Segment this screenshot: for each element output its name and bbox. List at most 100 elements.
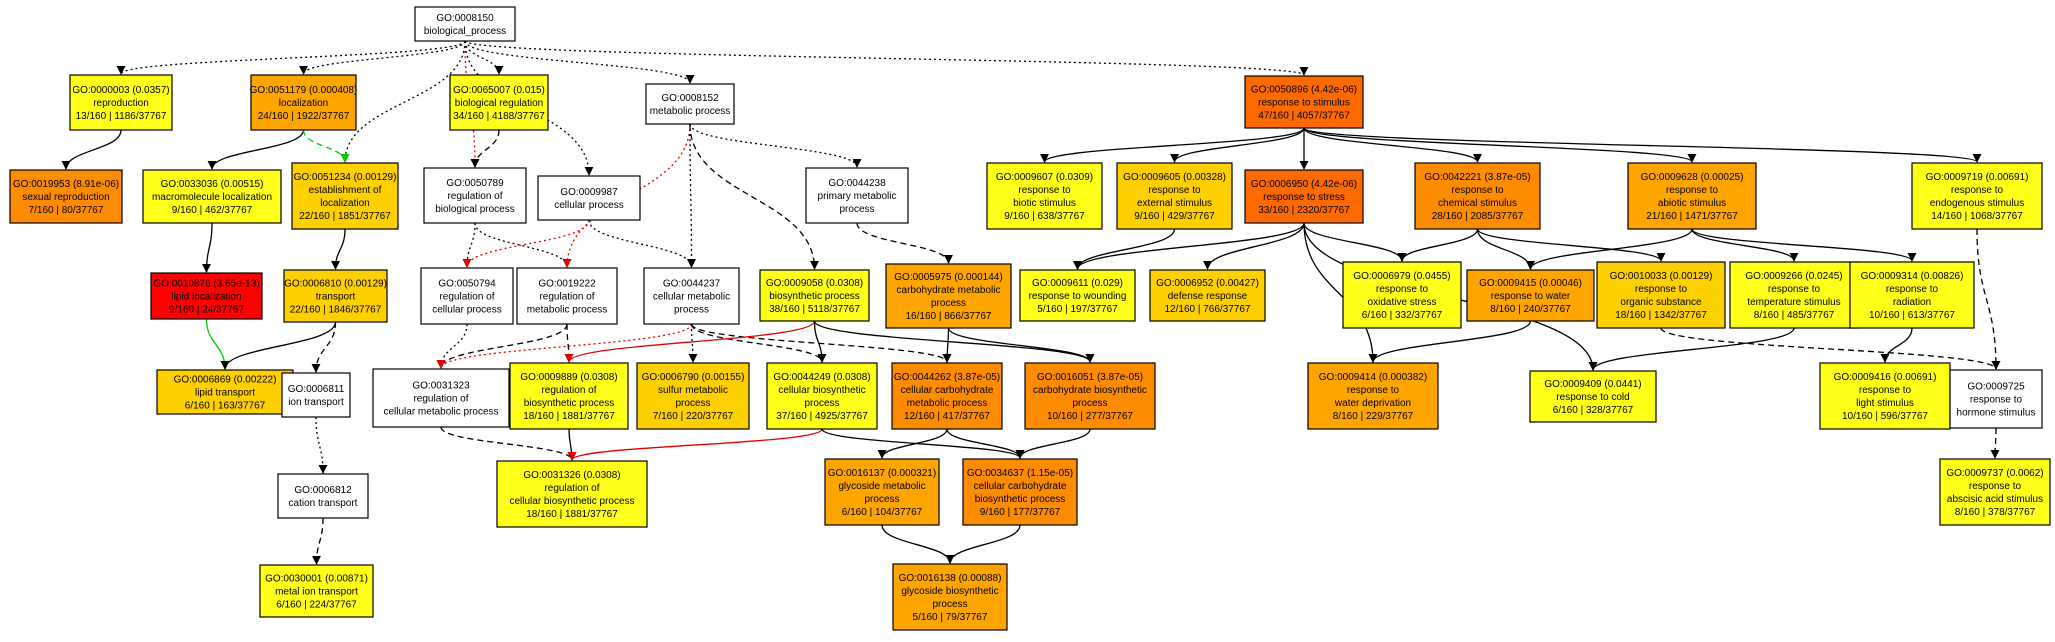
node-box	[1024, 362, 1156, 430]
node-box	[250, 74, 357, 131]
node-go-id: GO:0033036 (0.00515)	[161, 179, 264, 190]
node-label: regulation of	[447, 191, 502, 202]
edge-n44238-to-n5975	[856, 222, 954, 264]
edge-n9628-to-n9266	[1691, 228, 1799, 262]
node-label: 12/160 | 766/37767	[1164, 304, 1250, 315]
node-box	[516, 267, 618, 325]
go-term-node: GO:0009314 (0.00826)response toradiation…	[1849, 261, 1975, 329]
node-go-id: GO:0005975 (0.000144)	[894, 272, 1002, 283]
edge-n3-to-n19953	[61, 129, 122, 170]
node-box	[259, 564, 374, 618]
node-label: 18/160 | 1881/37767	[523, 411, 615, 422]
go-term-node: GO:0009611 (0.029)response to wounding5/…	[1019, 269, 1136, 322]
go-term-node: GO:0016138 (0.00088)glycoside biosynthet…	[892, 563, 1008, 631]
go-term-node: GO:0030001 (0.00871)metal ion transport6…	[259, 564, 374, 618]
node-go-id: GO:0031323	[412, 381, 470, 392]
node-label: 8/160 | 240/37767	[1490, 304, 1571, 315]
node-box	[1729, 261, 1859, 329]
node-label: response to	[1376, 284, 1429, 295]
node-go-id: GO:0016138 (0.00088)	[899, 573, 1002, 584]
node-label: 6/160 | 163/37767	[185, 401, 266, 412]
node-label: cellular biosynthetic	[778, 385, 865, 396]
node-box	[1307, 362, 1439, 430]
edge-n8152-to-n44237	[686, 123, 697, 268]
node-label: regulation of	[544, 483, 599, 494]
node-label: metal ion transport	[275, 587, 358, 598]
node-label: response to	[1970, 395, 2023, 406]
node-label: 6/160 | 104/37767	[842, 507, 923, 518]
node-box	[291, 162, 399, 230]
node-go-id: GO:0042221 (3.87e-05)	[1424, 172, 1530, 183]
node-label: biosynthetic process	[769, 291, 860, 302]
node-label: 21/160 | 1471/37767	[1646, 211, 1738, 222]
node-box	[1466, 269, 1595, 322]
node-box	[1244, 75, 1364, 129]
go-term-node: GO:0034637 (1.15e-05)cellular carbohydra…	[962, 458, 1078, 526]
node-box	[962, 458, 1078, 526]
go-term-node: GO:0042221 (3.87e-05)response tochemical…	[1414, 162, 1541, 230]
node-box	[69, 74, 173, 131]
node-label: sexual reproduction	[22, 192, 109, 203]
edge-n6950-to-n6952	[1202, 222, 1305, 270]
edge-n6950-to-n9611	[1073, 222, 1305, 270]
node-box	[423, 167, 527, 224]
edge-n5975-to-n16051	[947, 327, 1095, 363]
node-go-id: GO:0044238	[828, 178, 886, 189]
node-go-id: GO:0006952 (0.00427)	[1156, 278, 1259, 289]
node-label: 22/160 | 1846/37767	[290, 305, 382, 316]
go-term-node: GO:0051179 (0.000408)localization24/160 …	[250, 74, 358, 131]
edge-n16137-to-n16138	[881, 524, 955, 564]
node-label: 9/160 | 638/37767	[1004, 211, 1085, 222]
node-go-id: GO:0006790 (0.00155)	[642, 372, 745, 383]
node-label: light stimulus	[1856, 398, 1914, 409]
node-box	[1149, 269, 1266, 322]
node-box	[1342, 261, 1462, 329]
node-label: macromolecule localization	[152, 192, 272, 203]
go-term-node: GO:0006869 (0.00222)lipid transport6/160…	[156, 369, 294, 415]
node-label: 33/160 | 2320/37767	[1258, 205, 1350, 216]
node-box	[156, 369, 294, 415]
edge-n8152-to-n19222	[562, 123, 691, 268]
node-label: response to	[1768, 284, 1821, 295]
node-go-id: GO:0010033 (0.00129)	[1610, 271, 1713, 282]
node-box	[1849, 261, 1975, 329]
node-box	[1414, 162, 1541, 230]
node-label: regulation of	[439, 292, 494, 303]
node-label: metabolic process	[527, 305, 608, 316]
node-box	[1596, 261, 1726, 329]
node-label: 8/160 | 229/37767	[1333, 411, 1414, 422]
edge-n8150-to-n51234	[340, 40, 466, 163]
edge-n19222-to-n9889	[564, 323, 574, 363]
go-term-node: GO:0010876 (3.65e-13)lipid localization9…	[150, 272, 263, 320]
node-box	[1244, 169, 1364, 224]
node-label: endogenous stimulus	[1930, 198, 2025, 209]
node-label: 9/160 | 24/37767	[169, 305, 244, 316]
edge-n9628-to-n9314	[1691, 228, 1917, 262]
node-go-id: GO:0016051 (3.87e-05)	[1037, 372, 1143, 383]
edge-n42221-to-n10033	[1476, 228, 1666, 262]
node-label: cellular carbohydrate	[901, 385, 994, 396]
node-label: metabolic process	[907, 398, 988, 409]
edge-n44262-to-n16137	[877, 428, 948, 459]
edge-n50789-to-n50794	[462, 222, 476, 268]
node-label: transport	[316, 292, 356, 303]
node-go-id: GO:0009628 (0.00025)	[1641, 172, 1744, 183]
node-label: metabolic process	[650, 106, 731, 117]
node-go-id: GO:0051179 (0.000408)	[250, 85, 358, 96]
node-label: regulation of	[541, 385, 596, 396]
node-label: abscisic acid stimulus	[1947, 494, 2043, 505]
node-label: 8/160 | 485/37767	[1754, 310, 1835, 321]
node-label: response to	[1635, 284, 1688, 295]
edge-n9719-to-n9725	[1976, 228, 2001, 370]
node-label: response to	[1886, 284, 1939, 295]
edge-n8152-to-n9058	[689, 123, 820, 270]
